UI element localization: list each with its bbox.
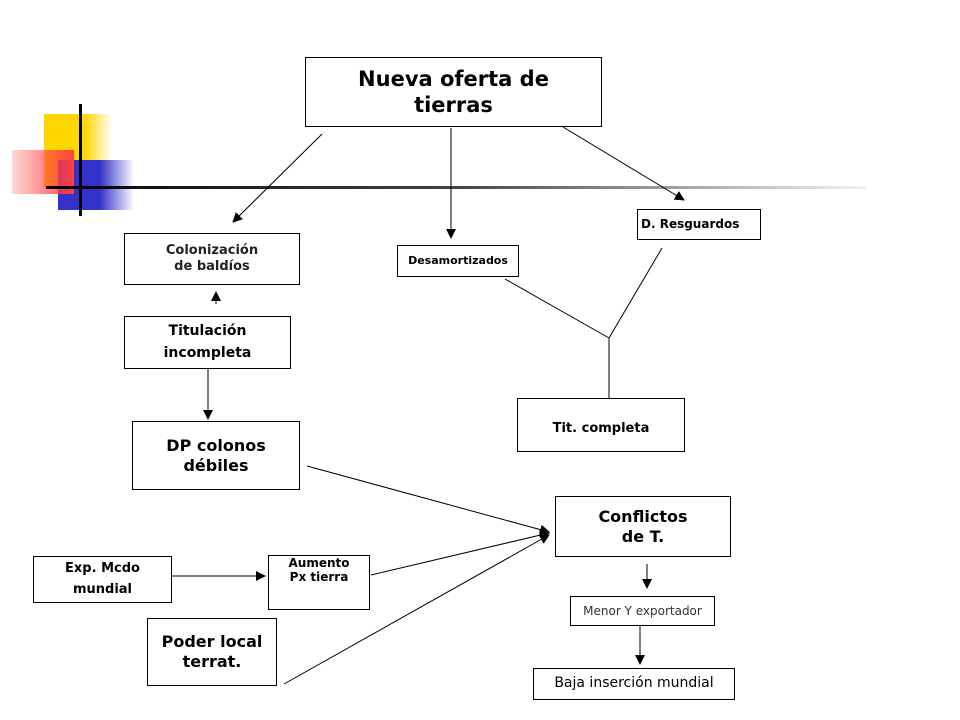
line-resguardos-join (608, 247, 663, 339)
node-dp-colonos: DP colonos débiles (132, 421, 300, 490)
node-menor-y: Menor Y exportador (570, 596, 715, 626)
arrow-dp-to-conflictos (306, 465, 550, 535)
arrow-to-resguardos (562, 126, 685, 201)
decor-horizontal-line (46, 186, 866, 189)
node-tit-completa: Tit. completa (517, 398, 685, 452)
decor-vertical-line (79, 104, 82, 216)
node-aumento: Aumento Px tierra (268, 555, 370, 610)
line-desamortizados-join (504, 278, 610, 339)
node-desamortizados: Desamortizados (397, 245, 519, 277)
arrow-aumento-to-conflictos (370, 530, 550, 576)
node-poder-local: Poder local terrat. (147, 618, 277, 686)
arrow-poder-to-conflictos (283, 534, 550, 685)
node-nueva-oferta: Nueva oferta de tierras (305, 57, 602, 127)
node-resguardos: D. Resguardos (637, 209, 761, 240)
node-colonizacion: Colonización de baldíos (124, 233, 300, 285)
node-exp-mcdo: Exp. Mcdo mundial (33, 556, 172, 603)
node-titulacion: Titulación incompleta (124, 316, 291, 369)
node-baja-insercion: Baja inserción mundial (533, 668, 735, 700)
arrow-to-colonizacion (232, 133, 323, 223)
node-conflictos: Conflictos de T. (555, 496, 731, 557)
